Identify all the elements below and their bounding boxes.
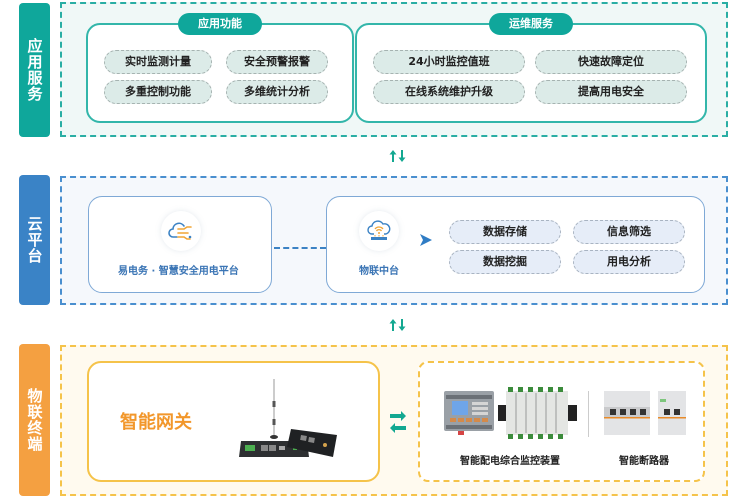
service-chip: 在线系统维护升级: [373, 80, 525, 104]
app-functions-card: 应用功能 实时监测计量 安全预警报警 多重控制功能 多维统计分析: [86, 13, 354, 123]
data-function-chip: 数据挖掘: [449, 250, 561, 274]
cloud-wifi-router-icon: [359, 211, 399, 251]
service-chip: 提高用电安全: [535, 80, 687, 104]
service-chip: 快速故障定位: [535, 50, 687, 74]
smart-breaker-image: [604, 391, 686, 435]
iot-hub-card: 物联中台 数据存储 信息筛选 数据挖掘 用电分析: [326, 196, 705, 293]
cloud-platform-zone: 易电务 · 智慧安全用电平台 物联中台 数据存储 信息筛选 数据挖掘 用电分析: [60, 176, 728, 305]
distribution-monitor-device-image: [444, 387, 577, 439]
iot-hub-label: 物联中台: [359, 266, 399, 277]
device-divider: [588, 391, 589, 437]
left-right-arrows-icon: [390, 411, 406, 433]
layer-label-cloud-platform: 云平台: [19, 175, 50, 305]
ops-services-title: 运维服务: [489, 13, 573, 35]
data-function-chip: 数据存储: [449, 220, 561, 244]
smart-breaker-label: 智能断路器: [619, 456, 669, 467]
layer-label-app-services: 应用服务: [19, 3, 50, 137]
up-down-arrows-icon: [389, 319, 406, 331]
cloud-data-icon: [161, 211, 201, 251]
feature-chip: 多维统计分析: [226, 80, 328, 104]
feature-chip: 多重控制功能: [104, 80, 212, 104]
platform-label: 易电务 · 智慧安全用电平台: [118, 266, 239, 277]
layer-label-iot-terminals: 物联终端: [19, 344, 50, 496]
platform-connector-line: [274, 247, 326, 249]
devices-card: 智能配电综合监控装置 智能断路器: [418, 361, 705, 482]
iot-terminals-zone: 智能网关: [60, 345, 728, 496]
data-function-chip: 信息筛选: [573, 220, 685, 244]
service-chip: 24小时监控值班: [373, 50, 525, 74]
gateway-label: 智能网关: [120, 412, 192, 433]
feature-chip: 实时监测计量: [104, 50, 212, 74]
app-functions-title: 应用功能: [178, 13, 262, 35]
app-services-zone: 应用功能 实时监测计量 安全预警报警 多重控制功能 多维统计分析 运维服务 24…: [60, 2, 728, 137]
gateway-card: 智能网关: [87, 361, 380, 482]
feature-chip: 安全预警报警: [226, 50, 328, 74]
data-function-chip: 用电分析: [573, 250, 685, 274]
gateway-device-image: [239, 379, 337, 457]
flow-arrow-icon: [420, 234, 432, 246]
ops-services-card: 运维服务 24小时监控值班 快速故障定位 在线系统维护升级 提高用电安全: [355, 13, 707, 123]
up-down-arrows-icon: [389, 150, 406, 162]
distribution-monitor-label: 智能配电综合监控装置: [460, 456, 560, 467]
platform-card: 易电务 · 智慧安全用电平台: [88, 196, 272, 293]
